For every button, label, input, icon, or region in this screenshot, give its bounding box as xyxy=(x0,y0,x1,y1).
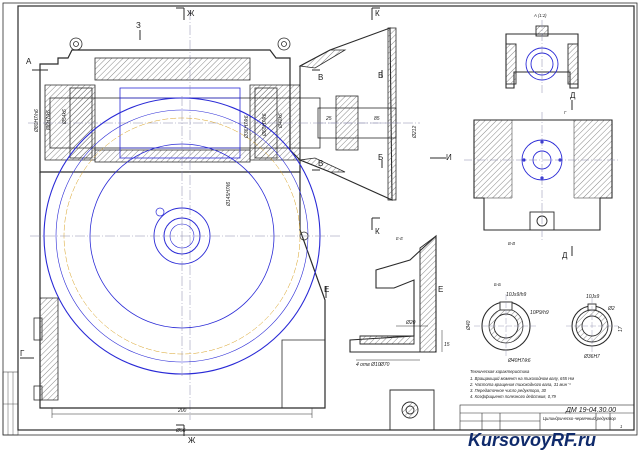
marker-e-right: Е xyxy=(438,285,443,294)
dim-54k6: Ø54k6 xyxy=(62,109,68,125)
dim-80h7n6: Ø80H7/n6 xyxy=(34,109,40,133)
dim-e-15: 15 xyxy=(444,342,450,348)
sheet-frame xyxy=(2,2,638,436)
dim-b-2: Ø2 xyxy=(607,306,615,312)
dim-200: 200 xyxy=(177,408,187,414)
marker-v-bottom: В xyxy=(318,159,323,168)
marker-b-bottom: Б xyxy=(378,153,383,162)
notes-line-3: 3. Передаточное число редуктора, 30 xyxy=(470,388,547,393)
marker-k-mid: К xyxy=(375,227,380,236)
marker-d-top: Д xyxy=(570,91,576,100)
dim-e-70: Ø70 xyxy=(379,362,390,368)
dim-212: Ø212 xyxy=(412,126,418,139)
marker-k-top: К xyxy=(375,9,380,18)
marker-zh-top: Ж xyxy=(187,9,195,18)
marker-d-bottom: Д xyxy=(562,251,568,260)
main-dimensions: Ø6H7/k6 Ø54k6 Ø80H7/n6 Ø60H7/k6 Ø42k6 Ø3… xyxy=(34,109,418,434)
technical-notes: Техническая характеристика 1. Вращающий … xyxy=(469,369,574,399)
section-e-dimensions: Ø20 Ø70 15 4 отв Ø10 xyxy=(356,320,450,368)
notes-line-1: 1. Вращающий момент на тихоходном валу, … xyxy=(470,376,574,381)
marker-b-top: Б xyxy=(378,71,383,80)
view-g-title: Г xyxy=(564,110,567,115)
dim-25: 25 xyxy=(325,116,332,122)
dim-145h7t6: Ø145H7/t6 xyxy=(226,182,232,207)
drawing-sheets: 1 xyxy=(620,424,622,429)
dim-e-holes: 4 отв Ø10 xyxy=(356,362,381,368)
view-a xyxy=(505,20,579,95)
drawing-code: ДМ 19-04.30.00 xyxy=(565,407,616,414)
worm-wheel-view xyxy=(30,96,340,418)
dim-b-10js9h9: 10Js9/h9 xyxy=(506,292,527,298)
notes-heading: Техническая характеристика xyxy=(470,369,530,374)
section-e-e xyxy=(349,234,443,431)
dim-6h7k6: Ø6H7/k6 xyxy=(46,110,52,131)
main-section-view xyxy=(28,10,420,420)
view-vv-title: В-В xyxy=(508,241,515,246)
watermark-logo: KursovoyRF.ru xyxy=(468,430,596,450)
view-g xyxy=(464,112,620,242)
dim-b-17: 17 xyxy=(618,326,624,332)
dim-36h7k6: Ø36H7/k6 xyxy=(244,115,250,139)
watermark-text: KursovoyRF.ru xyxy=(468,430,596,450)
dim-60h7k6: Ø60H7/k6 xyxy=(262,113,268,137)
marker-z: З xyxy=(136,21,141,30)
section-marker-labels: Ж Ж К К З А И Г Е Е В В Б Б Д Д xyxy=(20,9,576,445)
section-b-b xyxy=(474,294,618,358)
dim-b-10p9h9: 10P9/h9 xyxy=(530,310,549,316)
marker-zh-bottom: Ж xyxy=(188,436,196,445)
marker-v-top: В xyxy=(318,73,323,82)
dim-56: Ø56 xyxy=(175,428,186,434)
marker-g: Г xyxy=(20,349,25,358)
dim-b-10js9: 10Js9 xyxy=(586,294,600,300)
dim-42k6: Ø42k6 xyxy=(278,113,284,129)
dim-e-20: Ø20 xyxy=(405,320,416,326)
marker-e-left: Е xyxy=(324,285,329,294)
section-b-dimensions: 10Js9/h9 10P9/h9 Ø40H7/k6 Ø36H7 Ø40 17 1… xyxy=(466,292,624,364)
drawing-name: Цилиндрическо-червячный редуктор xyxy=(543,416,617,421)
title-block xyxy=(459,404,635,431)
dim-b-36h7: Ø36H7 xyxy=(583,354,600,360)
notes-line-4: 4. Коэффициент полезного действия, 0,79 xyxy=(470,394,557,399)
view-a-title: А (1:2) xyxy=(533,13,547,18)
view-ee-title: Е-Е xyxy=(396,236,403,241)
dim-b-40h7k6: Ø40H7/k6 xyxy=(507,358,531,364)
dim-b-40: Ø40 xyxy=(466,320,472,331)
notes-line-2: 2. Частота вращения тихоходного вала, 31… xyxy=(469,382,571,387)
marker-a: А xyxy=(26,57,32,66)
dim-85: 85 xyxy=(374,116,380,122)
marker-i: И xyxy=(446,153,452,162)
view-bb-title: Б-Б xyxy=(494,282,501,287)
